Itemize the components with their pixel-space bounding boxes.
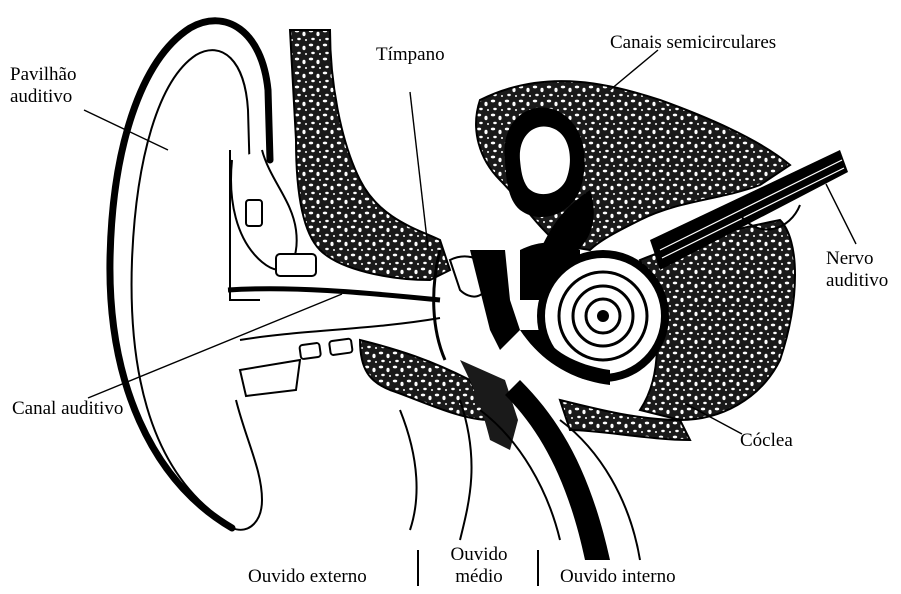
middle-ear-label-line2: médio (436, 566, 522, 588)
eardrum-leader-line (410, 92, 428, 248)
nerve-leader-line (826, 184, 856, 244)
middle-ear (434, 250, 520, 450)
outer-ear-label: Ouvido externo (248, 566, 367, 588)
cochlea-label: Cóclea (740, 430, 793, 452)
canals-leader-line (610, 50, 658, 90)
auditory-nerve-label-line1: Nervo (826, 248, 888, 270)
pinna-label: Pavilhão auditivo (10, 64, 77, 108)
semicircular-canals-label: Canais semicirculares (610, 32, 776, 54)
inner-ear-label: Ouvido interno (560, 566, 676, 588)
auditory-nerve-label: Nervo auditivo (826, 248, 888, 292)
middle-ear-label: Ouvido médio (436, 544, 522, 588)
pinna-label-line1: Pavilhão (10, 64, 77, 86)
pinna (110, 21, 316, 530)
eardrum-label: Tímpano (376, 44, 445, 66)
ear-canal-label: Canal auditivo (12, 398, 123, 420)
pinna-label-line2: auditivo (10, 86, 77, 108)
middle-ear-label-line1: Ouvido (436, 544, 522, 566)
auditory-nerve-label-line2: auditivo (826, 270, 888, 292)
